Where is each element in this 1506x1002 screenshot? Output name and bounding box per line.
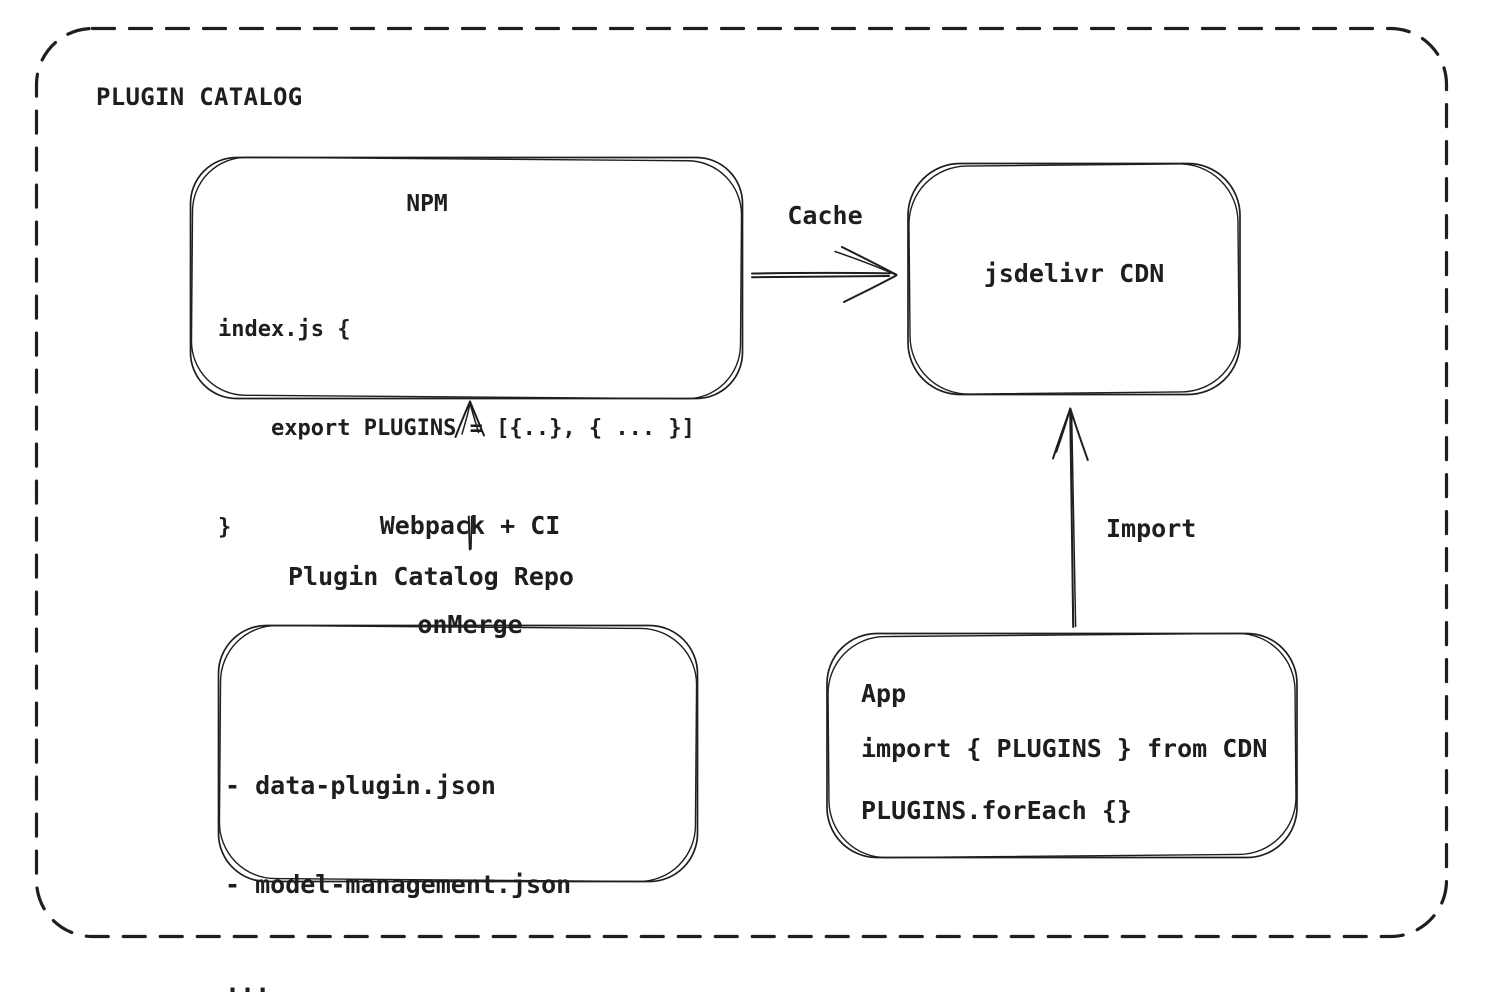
npm-code-block: index.js { export PLUGINS = [{..}, { ...… [218, 247, 695, 610]
npm-code-line: } [218, 515, 232, 540]
app-code-line: import { PLUGINS } from CDN [861, 734, 1268, 763]
diagram-title: PLUGIN CATALOG [96, 83, 303, 111]
npm-box-title: NPM [406, 191, 448, 217]
repo-file-list: - data-plugin.json - model-management.js… [225, 703, 571, 1002]
npm-code-line: index.js { [218, 317, 351, 342]
app-box [826, 632, 1298, 859]
import-edge-label: Import [1106, 514, 1197, 543]
build-edge-sublabel: onMerge [417, 610, 523, 639]
container-border [34, 26, 1449, 939]
build-edge-label-line: Webpack + CI [379, 511, 561, 540]
repo-box [217, 624, 699, 883]
npm-box [189, 156, 744, 400]
repo-file-item: ... [225, 969, 271, 998]
import-arrow [1052, 407, 1089, 628]
cdn-box [907, 162, 1241, 396]
repo-file-item: - model-management.json [225, 870, 572, 899]
build-edge-label: Webpack + CI onMerge [320, 443, 620, 707]
cache-arrow [751, 246, 898, 303]
repo-file-item: - data-plugin.json [225, 771, 496, 800]
app-box-title: App [861, 679, 907, 708]
repo-box-label: Plugin Catalog Repo [288, 562, 574, 591]
npm-code-line: export PLUGINS = [{..}, { ... }] [218, 416, 695, 441]
build-arrow [454, 400, 485, 551]
cdn-box-label: jsdelivr CDN [983, 259, 1165, 288]
cache-edge-label: Cache [787, 201, 863, 230]
app-code-line: PLUGINS.forEach {} [861, 796, 1132, 825]
